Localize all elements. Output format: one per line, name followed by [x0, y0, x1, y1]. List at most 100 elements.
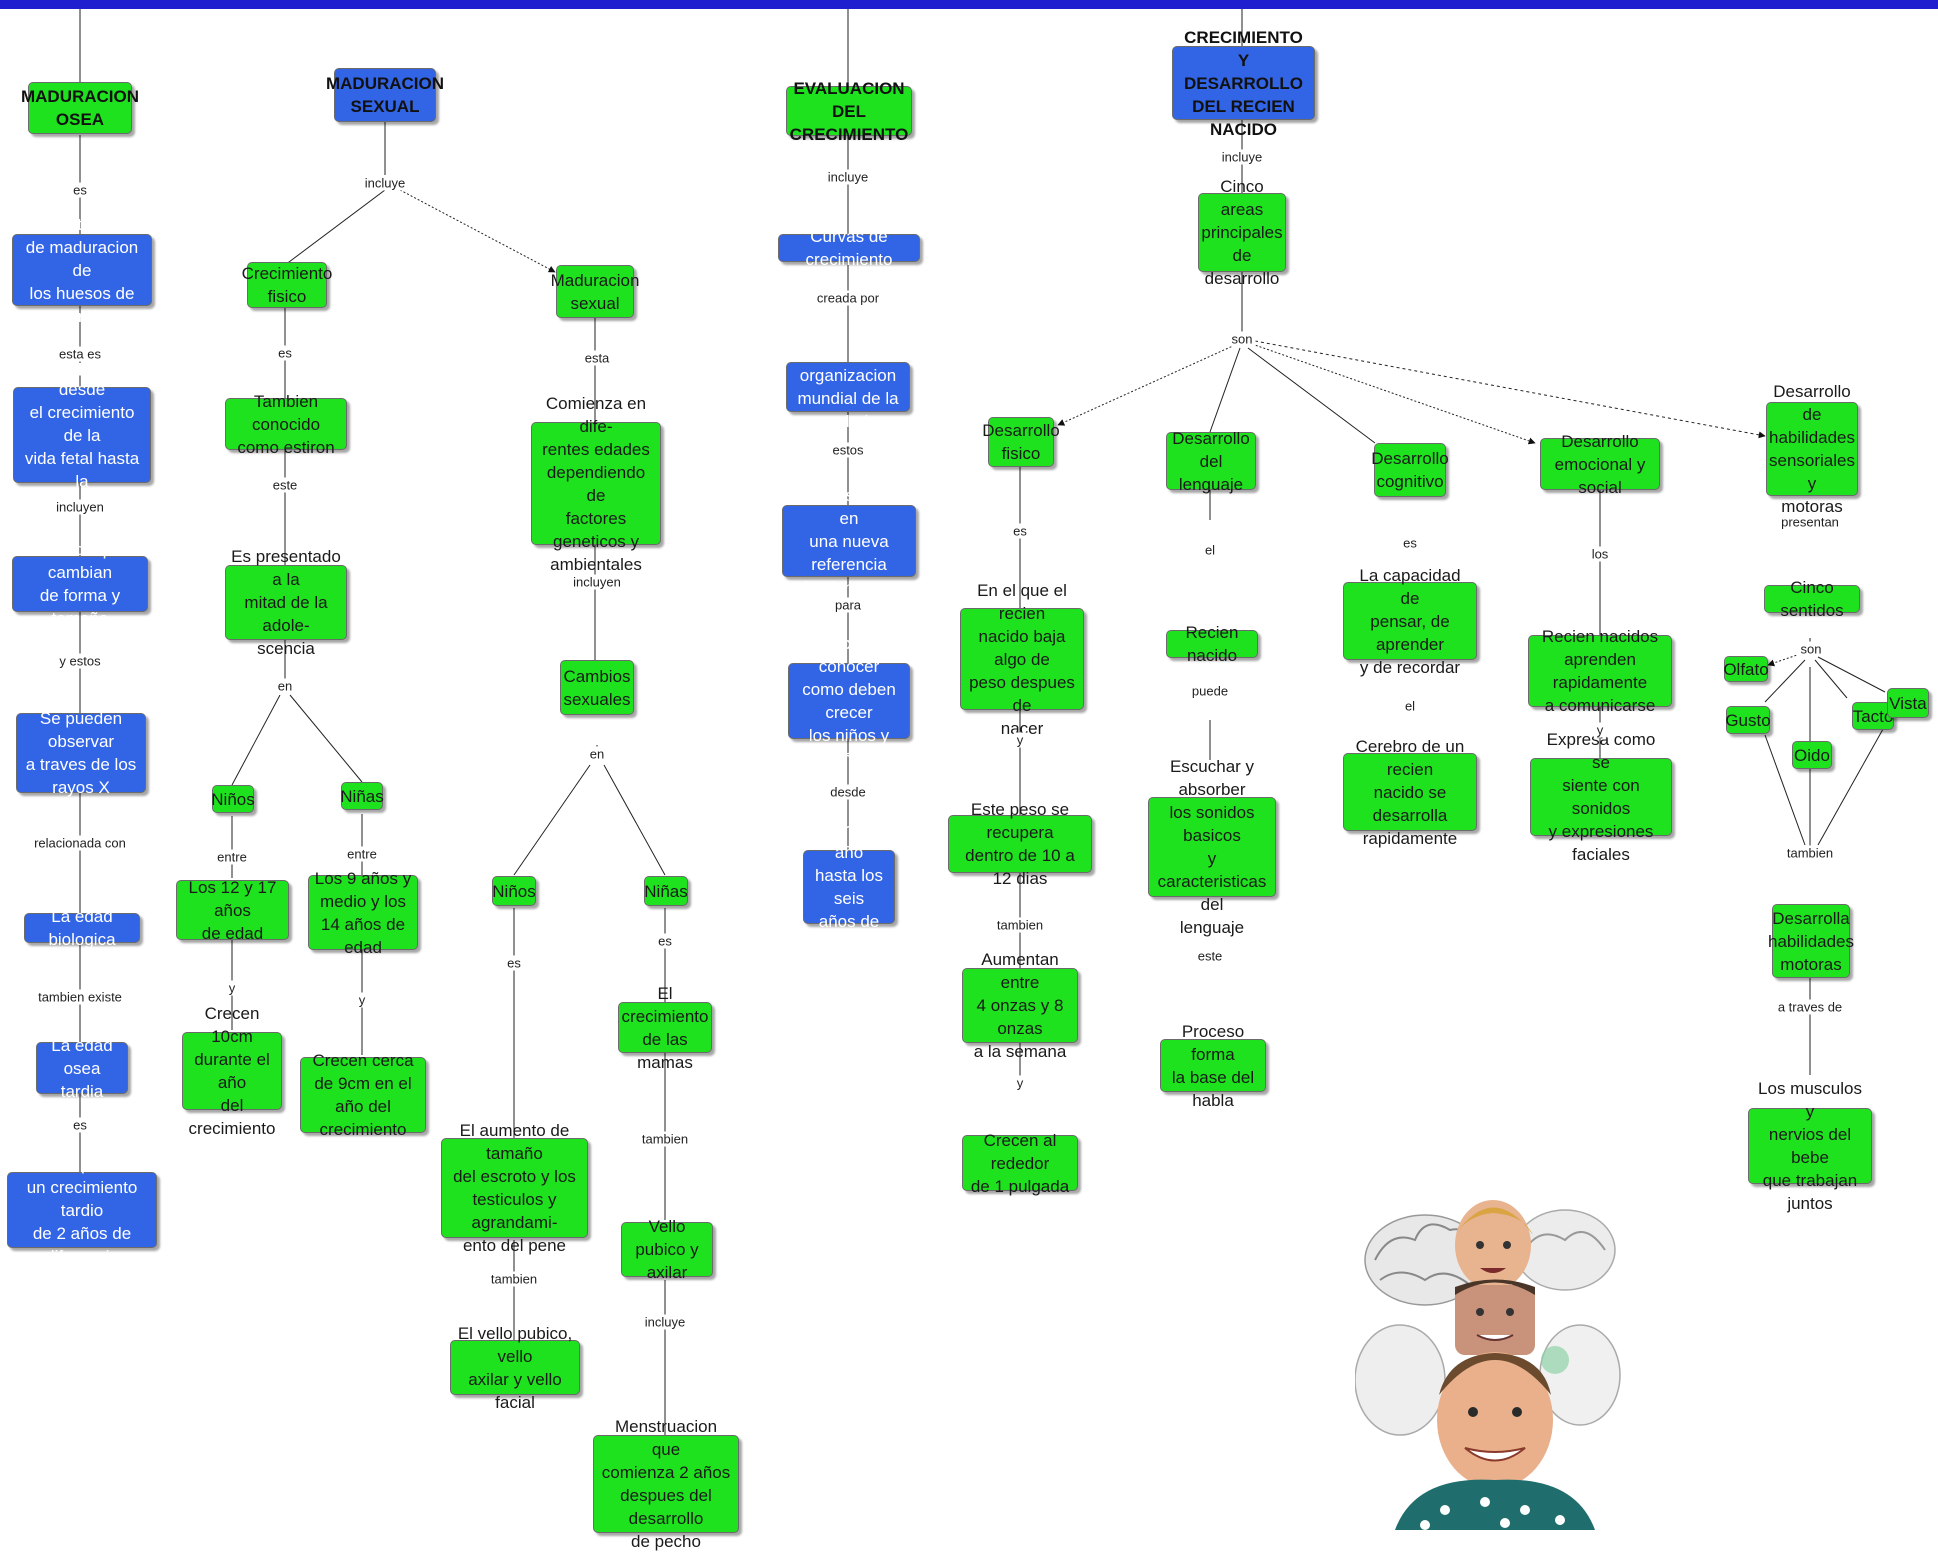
node-edad-osea-tardia[interactable]: La edad osea tardia	[36, 1036, 128, 1101]
link-label: tambien existe	[35, 989, 125, 1005]
link-label: es	[1400, 535, 1420, 551]
link-label: incluye	[1218, 149, 1266, 165]
link-label: entre	[344, 846, 380, 862]
node-periodo-fetal[interactable]: En un periodo desde el crecimiento de la…	[13, 357, 151, 514]
link-label: son	[1228, 331, 1256, 347]
link-label: estos	[829, 442, 867, 458]
node-desarrollo-sensoriales[interactable]: Desarrollo de habilidades sensoriales y …	[1766, 382, 1858, 516]
node-aumentan-onzas[interactable]: Aumentan entre 4 onzas y 8 onzas a la se…	[962, 950, 1078, 1061]
link-label: es	[504, 955, 524, 971]
node-recien-nacido[interactable]: Recien nacido	[1166, 623, 1258, 665]
node-crecimiento-desarrollo-title[interactable]: CRECIMIENTO Y DESARROLLO DEL RECIEN NACI…	[1172, 28, 1315, 139]
node-tacto[interactable]: Tacto	[1852, 702, 1894, 730]
node-ninos-1[interactable]: Niños	[211, 785, 255, 813]
link-label: para	[831, 597, 865, 613]
node-crecimiento-tardio[interactable]: Cuando presenta un crecimiento tardio de…	[7, 1155, 157, 1266]
node-adolescencia[interactable]: Es presentado a la mitad de la adole- sc…	[225, 547, 347, 658]
node-desarrollo-lenguaje[interactable]: Desarrollo del lenguaje	[1166, 429, 1256, 494]
link-label: tambien	[993, 917, 1047, 933]
link-label: y estos	[56, 653, 104, 669]
node-edad-biologica[interactable]: La edad biologica	[24, 907, 140, 949]
child-face	[1455, 1200, 1533, 1290]
node-musculos-nervios[interactable]: Los musculos y nervios del bebe que trab…	[1748, 1079, 1872, 1213]
link-label: esta es	[56, 346, 104, 362]
node-cinco-sentidos[interactable]: Cinco sentidos	[1764, 578, 1860, 620]
node-baja-peso[interactable]: En el que el recien nacido baja algo de …	[960, 581, 1084, 738]
node-ninos-2[interactable]: Niños	[492, 876, 536, 906]
link-label: incluyen	[53, 499, 107, 515]
node-estimacion-maduracion[interactable]: Una estimacion de maduracion de los hues…	[12, 215, 152, 326]
node-edad-12-17[interactable]: Los 12 y 17 años de edad	[176, 878, 289, 943]
node-crecimiento-mamas[interactable]: El crecimiento de las mamas	[618, 984, 712, 1072]
link-label: en	[586, 746, 608, 762]
link-label: incluye	[361, 175, 409, 191]
link-label: este	[269, 477, 301, 493]
top-bar	[0, 0, 1938, 9]
node-recupera-peso[interactable]: Este peso se recupera dentro de 10 a 12 …	[948, 800, 1092, 888]
growth-faces-photo	[1355, 1200, 1621, 1530]
node-comienza-edades[interactable]: Comienza en dife- rentes edades dependie…	[531, 394, 661, 574]
link-label: incluye	[641, 1314, 689, 1330]
link-label: tambien	[487, 1271, 541, 1287]
node-maduracion-sexual[interactable]: Maduracion sexual	[551, 265, 639, 318]
link-label: los	[1588, 546, 1612, 562]
node-oido[interactable]: Oido	[1792, 741, 1832, 769]
node-vista[interactable]: Vista	[1887, 688, 1929, 718]
link-label: es	[275, 345, 295, 361]
node-desarrollo-cognitivo[interactable]: Desarrollo cognitivo	[1371, 443, 1449, 497]
teen-face	[1455, 1279, 1535, 1355]
shirt	[1395, 1479, 1595, 1530]
node-aprenden-comunicarse[interactable]: Recien nacidos aprenden rapidamente a co…	[1528, 627, 1672, 715]
link-label: este	[1194, 948, 1226, 964]
node-base-habla[interactable]: Proceso forma la base del habla	[1160, 1022, 1266, 1110]
node-ninas-1[interactable]: Niñas	[340, 782, 384, 810]
node-primer-ano[interactable]: El primer año hasta los seis años de vid…	[803, 820, 895, 954]
node-nueva-referencia[interactable]: Se transforman en una nueva referencia f…	[782, 486, 916, 597]
link-label: puede	[1188, 683, 1232, 699]
node-olfato[interactable]: Olfato	[1723, 656, 1769, 682]
node-vello-pubico-axilar[interactable]: Vello pubico y axilar	[621, 1217, 713, 1282]
node-curvas-crecimiento[interactable]: Curvas de crecimiento	[778, 227, 920, 269]
link-label: es	[70, 182, 90, 198]
node-maduracion-osea-title[interactable]: MADURACION OSEA	[21, 82, 139, 134]
link-label: tambien	[1783, 845, 1837, 861]
link-label: desde	[827, 784, 869, 800]
node-rayos-x[interactable]: Se pueden observar a traves de los rayos…	[16, 709, 146, 797]
node-aumento-tamano[interactable]: El aumento de tamaño del escroto y los t…	[441, 1121, 588, 1255]
adult-face	[1437, 1352, 1553, 1488]
node-evaluacion-title[interactable]: EVALUACION DEL CRECIMIENTO	[786, 79, 912, 144]
node-capacidad-pensar[interactable]: La capacidad de pensar, de aprender y de…	[1343, 566, 1477, 677]
node-desarrollo-fisico[interactable]: Desarrollo fisico	[982, 417, 1060, 467]
node-tambien-conocido[interactable]: Tambien conocido como estiron	[225, 392, 347, 457]
link-label: son	[1797, 641, 1825, 657]
node-crecen-pulgada[interactable]: Crecen al rededor de 1 pulgada	[962, 1131, 1078, 1196]
node-desarrollo-emocional[interactable]: Desarrollo emocional y social	[1540, 432, 1660, 497]
node-cerebro-desarrolla[interactable]: Cerebro de un recien nacido se desarroll…	[1343, 737, 1477, 848]
node-vello-facial[interactable]: El vello pubico, vello axilar y vello fa…	[450, 1324, 580, 1412]
node-cambios-sexuales[interactable]: Cambios sexuales	[560, 660, 634, 715]
node-crecen-10cm[interactable]: Crecen 10cm durante el año del crecimien…	[182, 1004, 282, 1138]
node-ninas-2[interactable]: Niñas	[644, 876, 688, 906]
node-crecimiento-fisico[interactable]: Crecimiento fisico	[241, 262, 333, 308]
node-escuchar-absorber[interactable]: Escuchar y absorber los sonidos basicos …	[1148, 757, 1276, 937]
link-label: esta	[581, 350, 613, 366]
link-label: es	[1010, 523, 1030, 539]
node-habilidades-motoras[interactable]: Desarrolla habilidades motoras	[1768, 904, 1854, 978]
link-label: incluyen	[570, 574, 624, 590]
link-label: en	[274, 678, 296, 694]
link-label: y	[1013, 1075, 1027, 1091]
node-maduracion-sexual-title[interactable]: MADURACION SEXUAL	[326, 68, 444, 122]
link-label: y	[225, 980, 239, 996]
link-label: es	[655, 933, 675, 949]
node-cinco-areas[interactable]: Cinco areas principales de desarrollo	[1198, 177, 1286, 288]
node-crecen-9cm[interactable]: Crecen cerca de 9cm en el año del crecim…	[300, 1051, 426, 1139]
link-label: entre	[214, 849, 250, 865]
node-oms[interactable]: La organizacion mundial de la salud	[786, 343, 910, 431]
node-asi-conocer[interactable]: Asi poder conocer como deben crecer los …	[788, 634, 910, 768]
node-gusto[interactable]: Gusto	[1725, 706, 1771, 734]
node-expresa-siente[interactable]: Expresa como se siente con sonidos y exp…	[1530, 730, 1672, 864]
node-menstruacion[interactable]: Menstruacion que comienza 2 años despues…	[593, 1417, 739, 1551]
node-huesos-cambian[interactable]: Huesos que cambian de forma y tamaño	[12, 540, 148, 628]
node-edad-9-14[interactable]: Los 9 años y medio y los 14 años de edad	[308, 869, 418, 957]
link-label: es	[70, 1117, 90, 1133]
